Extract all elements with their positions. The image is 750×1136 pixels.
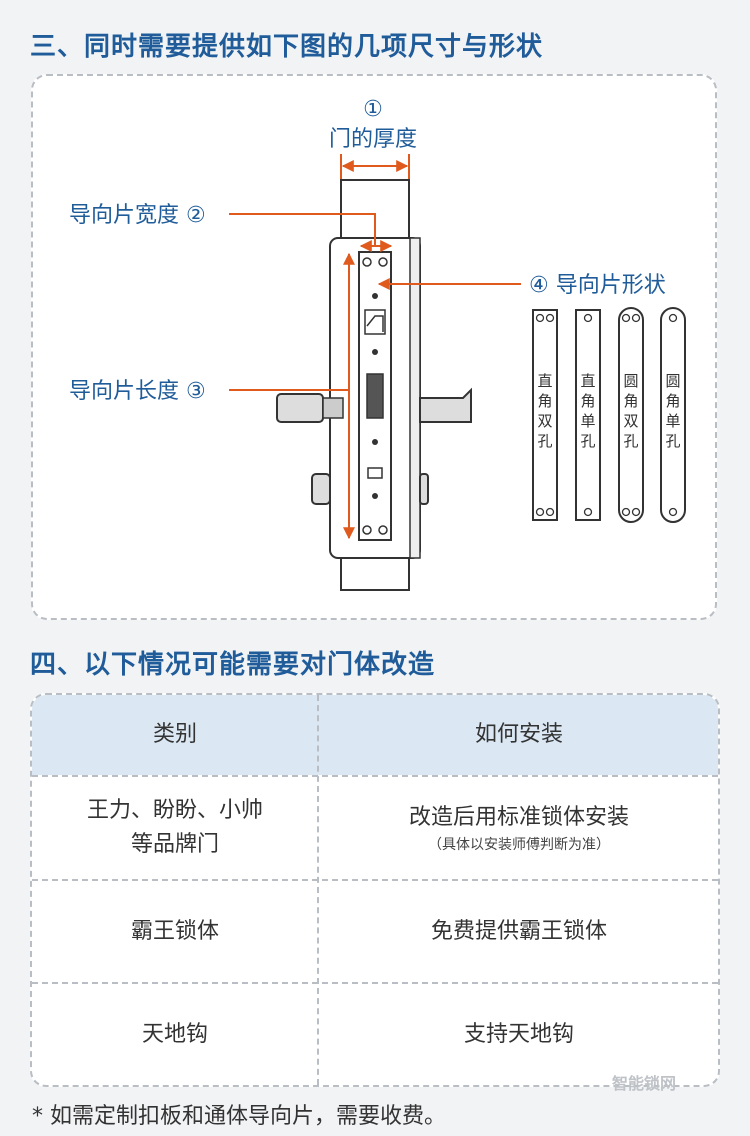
svg-text:角: 角 [665,392,680,410]
section4-title: 四、以下情况可能需要对门体改造 [30,650,436,680]
svg-text:孔: 孔 [665,432,680,450]
trigger [367,467,383,479]
svg-text:单: 单 [665,412,680,430]
handle-left-neck [322,397,344,419]
shape-label: ④ 导向片形状 [529,273,666,298]
table-row-2-install: 免费提供霸王锁体 [430,918,607,944]
category-line-1: 王力、盼盼、小帅 [86,798,263,823]
svg-text:单: 单 [580,412,595,430]
plate-hole [362,525,372,535]
svg-text:角: 角 [537,392,552,410]
install-note: （具体以安装师傅判断为准） [428,837,610,853]
row-divider [32,879,718,881]
watermark-logo: 智能锁网 [612,1074,677,1093]
install-text: 改造后用标准锁体安装 [408,805,629,830]
plate-hole [362,257,372,267]
category-line-2: 等品牌门 [130,832,219,857]
table-row-3-category: 天地钩 [141,1021,208,1047]
svg-text:圆: 圆 [623,372,638,390]
handle-left [276,393,324,423]
svg-text:圆: 圆 [665,372,680,390]
side-strip [409,237,421,559]
shape-round-single: 圆 角 单 孔 [660,307,686,523]
svg-text:孔: 孔 [580,432,595,450]
row-divider [32,982,718,984]
svg-text:孔: 孔 [623,432,638,450]
plate-screw [372,349,378,355]
width-leader [229,213,376,246]
plate-screw [372,439,378,445]
plate-screw [372,293,378,299]
length-label: 导向片长度 ③ [69,379,206,404]
svg-text:双: 双 [623,412,638,430]
table-row-3-install: 支持天地钩 [463,1021,574,1047]
table-row-1-install: 改造后用标准锁体安装 （具体以安装师傅判断为准） [320,777,718,879]
thickness-number: ① [363,97,383,122]
svg-text:角: 角 [623,392,638,410]
lock-diagram: ① 门的厚度 导向片宽度 ② [69,97,686,591]
footnote: * 如需定制扣板和通体导向片，需要收费。 [32,1104,446,1129]
svg-text:角: 角 [580,392,595,410]
shape-straight-double: 直 角 双 孔 [532,309,558,521]
header-install: 如何安装 [474,722,563,747]
svg-text:直: 直 [580,372,595,390]
plate-hole [378,525,388,535]
column-divider [317,695,319,1085]
thickness-label: 门的厚度 [329,127,417,152]
table-row-1-category: 王力、盼盼、小帅 等品牌门 [32,777,318,879]
modification-table: 类别 如何安装 王力、盼盼、小帅 等品牌门 改造后用标准锁体安装 （具体以安装师… [30,693,720,1087]
shape-straight-single: 直 角 单 孔 [575,309,601,521]
svg-text:直: 直 [537,372,552,390]
deadbolt [366,373,384,419]
header-category: 类别 [152,722,197,747]
knob-right [419,473,429,505]
table-row-2-category: 霸王锁体 [130,918,219,944]
row-divider [32,775,718,777]
knob-left [311,473,331,505]
latch-bevel [366,315,384,332]
table-header [32,695,718,775]
section3-title: 三、同时需要提供如下图的几项尺寸与形状 [30,32,544,62]
svg-text:孔: 孔 [537,432,552,450]
shape-round-double: 圆 角 双 孔 [618,307,644,523]
plate-screw [372,493,378,499]
svg-text:双: 双 [537,412,552,430]
lock-diagram-panel: ① 门的厚度 导向片宽度 ② [31,74,717,620]
plate-hole [378,257,388,267]
handle-right [419,387,472,423]
width-label: 导向片宽度 ② [69,203,206,228]
latch [364,309,386,335]
